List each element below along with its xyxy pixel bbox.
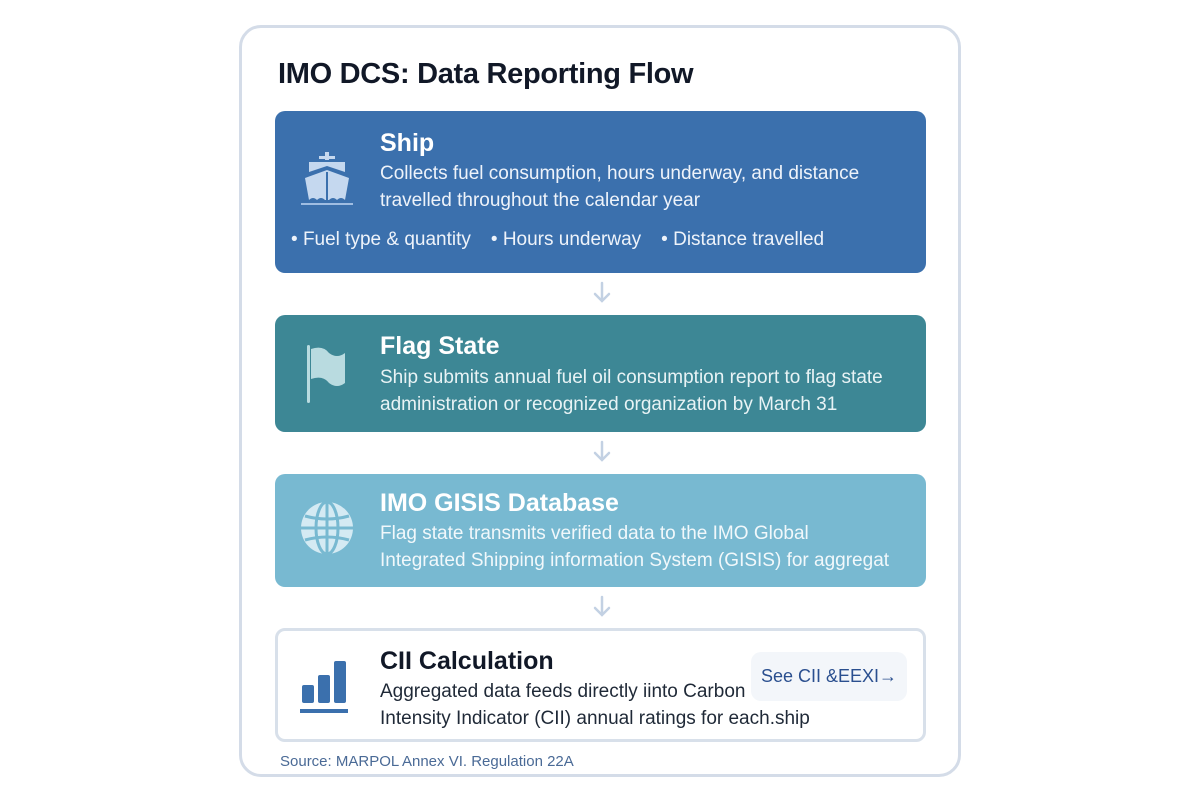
- desc-line: travelled throughout the calendar year: [380, 190, 701, 211]
- flag-icon: [307, 345, 345, 403]
- page-title: IMO DCS: Data Reporting Flow: [278, 58, 694, 90]
- step-flag-state: Flag State Ship submits annual fuel oil …: [275, 315, 926, 432]
- arrow-down-icon: [593, 440, 611, 462]
- step-title: Flag State: [380, 332, 500, 360]
- step-cii-calculation: CII Calculation Aggregated data feeds di…: [275, 628, 926, 742]
- arrow-down-icon: [593, 595, 611, 617]
- bullet-item: Fuel type & quantity: [291, 229, 471, 251]
- bar-chart-icon: [300, 661, 348, 713]
- arrow-down-icon: [593, 281, 611, 303]
- desc-line: Ship submits annual fuel oil consumption…: [380, 367, 883, 388]
- step-title: Ship: [380, 129, 435, 157]
- step-title: IMO GISIS Database: [380, 489, 619, 517]
- ship-icon: [301, 152, 353, 205]
- desc-line: Intensity Indicator (CII) annual ratings…: [380, 708, 810, 729]
- bullet-list: Fuel type & quantity Hours underway Dist…: [291, 229, 824, 251]
- flow-card: IMO DCS: Data Reporting Flow Ship Collec…: [239, 25, 961, 777]
- bullet-item: Hours underway: [491, 229, 641, 251]
- globe-icon: [301, 500, 353, 556]
- desc-line: Flag state transmits verified data to th…: [380, 523, 809, 544]
- step-description: Aggregated data feeds directly iinto Car…: [380, 678, 810, 732]
- desc-line: Collects fuel consumption, hours underwa…: [380, 163, 860, 184]
- source-note: Source: MARPOL Annex VI. Regulation 22A: [280, 753, 574, 770]
- see-cii-eexi-link[interactable]: See CII &EEXI→: [750, 652, 907, 701]
- desc-line: Aggregated data feeds directly iinto Car…: [380, 681, 746, 702]
- step-description: Ship submits annual fuel oil consumption…: [380, 364, 883, 418]
- desc-line: administration or recognized organizatio…: [380, 394, 838, 415]
- step-title: CII Calculation: [380, 647, 554, 675]
- desc-line: Integrated Shipping information System (…: [380, 550, 890, 571]
- step-ship: Ship Collects fuel consumption, hours un…: [275, 111, 926, 273]
- bullet-item: Distance travelled: [661, 229, 824, 251]
- step-description: Collects fuel consumption, hours underwa…: [380, 160, 859, 214]
- step-gisis-database: IMO GISIS Database Flag state transmits …: [275, 474, 926, 587]
- step-description: Flag state transmits verified data to th…: [380, 520, 926, 574]
